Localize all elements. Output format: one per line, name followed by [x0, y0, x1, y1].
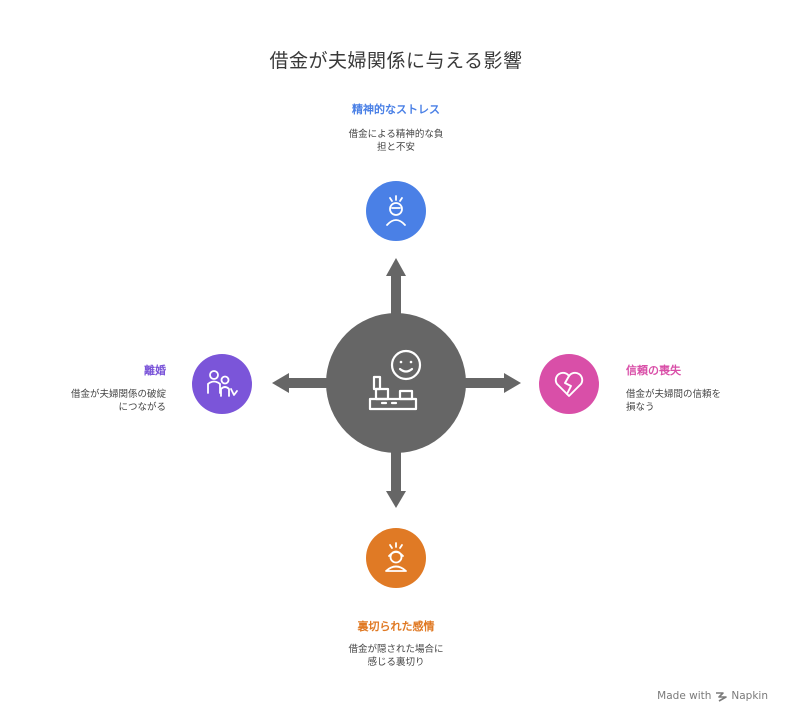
stress-node: [366, 181, 426, 241]
broken-heart-icon: [554, 371, 584, 397]
betrayal-description: 借金が隠された場合に 感じる裏切り: [316, 643, 476, 669]
divorce-description: 借金が夫婦関係の破綻 につながる: [26, 388, 166, 414]
person-happy-with-money-icon: [368, 349, 422, 411]
stressed-person-icon: [386, 195, 406, 226]
trust-loss-desc-line-2: 損なう: [626, 402, 655, 413]
arrow-left: [272, 373, 332, 393]
stress-desc-line-1: 借金による精神的な負: [348, 129, 444, 140]
betrayal-node: [366, 528, 426, 588]
divorce-desc-line-1: 借金が夫婦関係の破綻: [70, 389, 166, 400]
made-with-text: Made with: [657, 690, 712, 702]
napkin-logo-icon: [716, 692, 728, 702]
separating-couple-icon: [207, 370, 238, 397]
divorce-label: 離婚: [144, 364, 166, 377]
divorce-node: [192, 354, 252, 414]
trust-loss-description: 借金が夫婦間の信頼を 損なう: [626, 388, 766, 414]
betrayal-desc-line-2: 感じる裏切り: [367, 657, 425, 668]
made-with-napkin-footer[interactable]: Made with Napkin: [657, 690, 768, 702]
betrayal-desc-line-1: 借金が隠された場合に: [348, 644, 444, 655]
napkin-brand-text: Napkin: [731, 690, 768, 702]
distressed-person-icon: [385, 542, 407, 572]
diagram-title: 借金が夫婦関係に与える影響: [269, 50, 523, 72]
center-node: [326, 313, 466, 453]
trust-loss-label: 信頼の喪失: [626, 364, 681, 377]
arrow-right: [462, 373, 521, 393]
arrow-up: [386, 258, 406, 320]
arrow-down: [386, 450, 406, 508]
trust-loss-desc-line-1: 借金が夫婦間の信頼を: [626, 389, 722, 400]
betrayal-label: 裏切られた感情: [357, 620, 435, 633]
stress-description: 借金による精神的な負 担と不安: [316, 128, 476, 154]
stress-label: 精神的なストレス: [352, 103, 440, 116]
stress-desc-line-2: 担と不安: [376, 142, 415, 153]
trust-loss-node: [539, 354, 599, 414]
divorce-desc-line-2: につながる: [118, 402, 166, 413]
